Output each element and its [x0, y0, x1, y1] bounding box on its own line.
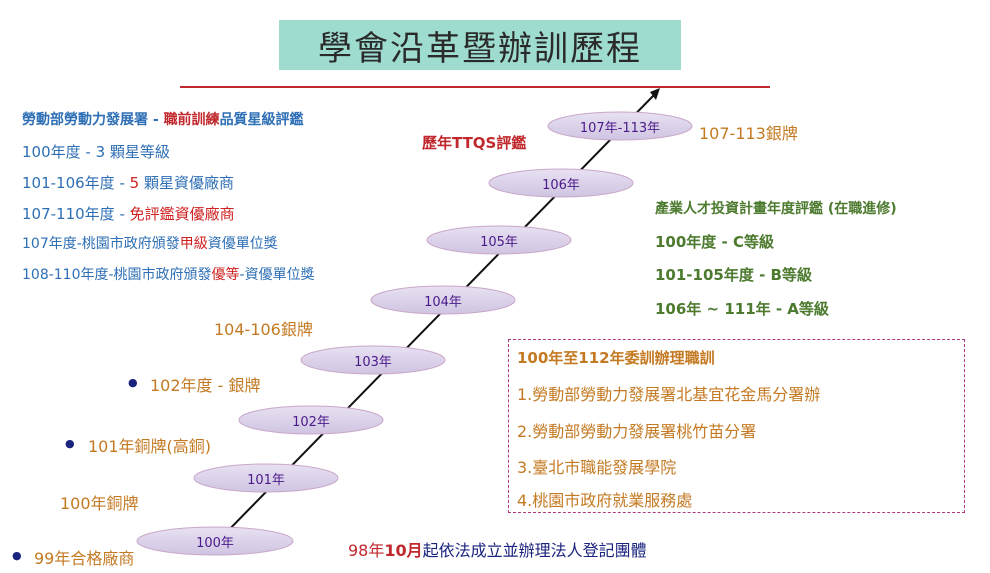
right-line-1: 100年度 - C等級	[655, 233, 774, 251]
bullet-icon: ●	[65, 437, 75, 450]
step-label: 102年	[292, 415, 330, 430]
medal-104-106: 104-106銀牌	[214, 320, 313, 339]
step-label: 106年	[542, 178, 580, 193]
right-line-2: 101-105年度 - B等級	[655, 266, 812, 284]
trainer-item-4: 4.桃園市政府就業服務處	[517, 491, 693, 510]
step-label: 104年	[424, 295, 462, 310]
ttqs-header: 歷年TTQS評鑑	[422, 134, 527, 152]
left-line-5: 108-110年度-桃園市政府頒發優等-資優單位獎	[22, 264, 315, 284]
trainer-item-1: 1.勞動部勞動力發展署北基宜花金馬分署辦	[517, 385, 821, 404]
trainer-box	[508, 339, 965, 513]
left-line-text: 100年度 - 3 顆星等級	[22, 143, 170, 161]
medal-100: 100年銅牌	[60, 494, 139, 513]
right-block-title: 產業人才投資計畫年度評鑑 (在職進修)	[655, 201, 897, 217]
left-line-text: 101-106年度 -	[22, 174, 130, 192]
medal-102: 102年度 - 銀牌	[150, 376, 261, 395]
title-underline	[180, 86, 770, 88]
medal-107-113: 107-113銀牌	[699, 124, 798, 143]
medal-101: 101年銅牌(高銅)	[88, 437, 212, 456]
trainer-item-3: 3.臺北市職能發展學院	[517, 458, 677, 477]
left-line-1: 100年度 - 3 顆星等級	[22, 141, 170, 162]
step-oval	[238, 405, 384, 435]
bullet-icon: ●	[128, 376, 138, 389]
founding-line: 98年10月起依法成立並辦理法人登記團體	[348, 537, 647, 561]
step-label: 107年-113年	[579, 121, 661, 136]
step-oval	[136, 526, 294, 556]
left-line-text: 資優單位獎	[207, 236, 278, 252]
left-line-2: 101-106年度 - 5 顆星資優廠商	[22, 172, 234, 193]
left-line-highlight: 優等	[211, 267, 240, 283]
trainer-box-title: 100年至112年委訓辦理職訓	[517, 349, 715, 367]
left-line-text: -資優單位獎	[239, 267, 315, 283]
left-line-highlight: 甲級	[179, 236, 208, 252]
left-line-highlight: 5	[129, 174, 140, 192]
step-oval	[547, 111, 693, 141]
founding-text: 起依法成立並辦理法人登記團體	[422, 541, 647, 560]
step-label: 105年	[480, 235, 518, 250]
step-oval	[488, 168, 634, 198]
heading-highlight: 職前訓練	[163, 112, 220, 128]
founding-month: 10月	[384, 541, 423, 560]
page-title: 學會沿革暨辦訓歷程	[279, 20, 681, 70]
left-line-text: 107-110年度 -	[22, 205, 130, 223]
heading-part: 勞動部勞動力發展署 -	[22, 112, 164, 128]
bullet-icon: ●	[12, 549, 22, 562]
step-oval	[426, 225, 572, 255]
step-oval	[370, 285, 516, 315]
left-line-text: 107年度-桃園市政府頒發	[22, 236, 180, 252]
left-block-heading: 勞動部勞動力發展署 - 職前訓練品質星級評鑑	[22, 109, 304, 129]
left-line-text: 108-110年度-桃園市政府頒發	[22, 267, 212, 283]
left-line-highlight: 免評鑑資優廠商	[129, 205, 235, 223]
step-label: 100年	[196, 536, 234, 551]
right-line-3: 106年 ~ 111年 - A等級	[655, 300, 829, 318]
trainer-item-2: 2.勞動部勞動力發展署桃竹苗分署	[517, 422, 757, 441]
step-oval	[300, 345, 446, 375]
medal-99: 99年合格廠商	[34, 549, 135, 568]
heading-part: 品質星級評鑑	[219, 112, 304, 128]
left-line-text: 顆星資優廠商	[139, 174, 234, 192]
step-oval	[193, 463, 339, 493]
step-label: 103年	[354, 355, 392, 370]
left-line-3: 107-110年度 - 免評鑑資優廠商	[22, 203, 235, 224]
arrow-head-icon	[650, 88, 660, 100]
left-line-4: 107年度-桃園市政府頒發甲級資優單位獎	[22, 233, 278, 253]
step-label: 101年	[247, 473, 285, 488]
founding-year: 98年	[348, 541, 385, 560]
